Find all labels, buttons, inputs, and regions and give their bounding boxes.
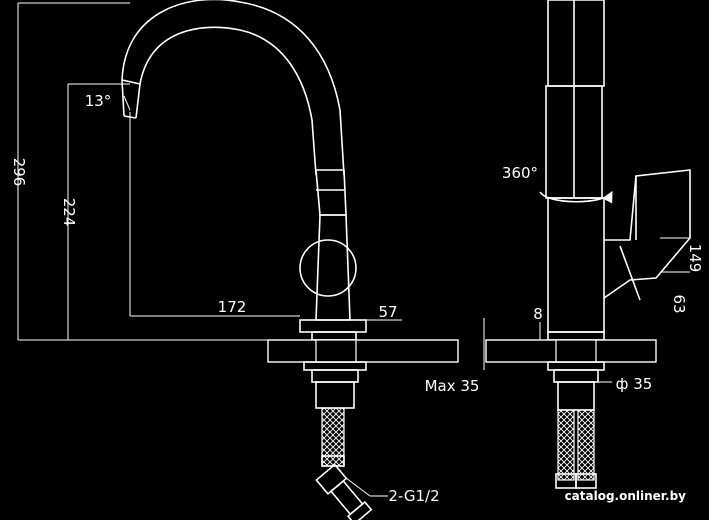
dim-handle-height: 149 [686, 244, 704, 273]
shank [315, 381, 355, 409]
front-view [17, 0, 459, 520]
lever-handle [603, 169, 691, 299]
body-lower [315, 214, 351, 321]
hose-fitting-angled [315, 463, 373, 520]
dim-spout-height: 224 [60, 198, 78, 227]
watermark: catalog.onliner.by [565, 489, 687, 503]
side-mount-hole [555, 339, 597, 363]
hose-side-b-fitting [575, 473, 597, 489]
hose-left [321, 407, 345, 467]
body-upper [315, 169, 347, 216]
spout-outer [121, 0, 345, 176]
spout-tip [121, 79, 141, 85]
side-washer [547, 361, 605, 371]
side-shank [557, 381, 595, 411]
mount-hole [315, 339, 357, 363]
dim-max-thickness: Max 35 [425, 377, 480, 395]
hose-side-b [577, 409, 595, 481]
spout-column-top [547, 0, 605, 87]
base-plate [299, 319, 367, 333]
handle-knob [299, 239, 357, 297]
side-base-collar [547, 331, 605, 341]
connection-leader [345, 477, 371, 497]
countertop-section [267, 339, 459, 363]
nut [311, 369, 359, 383]
washer [303, 361, 367, 371]
rotation-arrow [539, 191, 613, 204]
base-collar [311, 331, 357, 341]
spout-inner [135, 26, 317, 176]
dim-handle-offset: 63 [670, 294, 688, 313]
lever-stem [619, 245, 641, 301]
dim-hole-diameter: ф 35 [616, 375, 653, 393]
dim-base-gap: 8 [533, 305, 543, 323]
dim-spout-angle: 13° [85, 92, 112, 110]
dim-total-height: 296 [10, 158, 28, 187]
side-nut [553, 369, 599, 383]
side-view [483, 0, 691, 489]
spout-tip-bottom [123, 115, 137, 119]
body-column-lower [547, 197, 605, 333]
dim-connection: 2-G1/2 [388, 487, 439, 505]
dim-spout-reach: 172 [218, 298, 247, 316]
hose-side-a [557, 409, 575, 481]
angle-mark [123, 95, 131, 111]
dim-base-height: 57 [378, 303, 397, 321]
dim-rotation: 360° [502, 164, 538, 182]
